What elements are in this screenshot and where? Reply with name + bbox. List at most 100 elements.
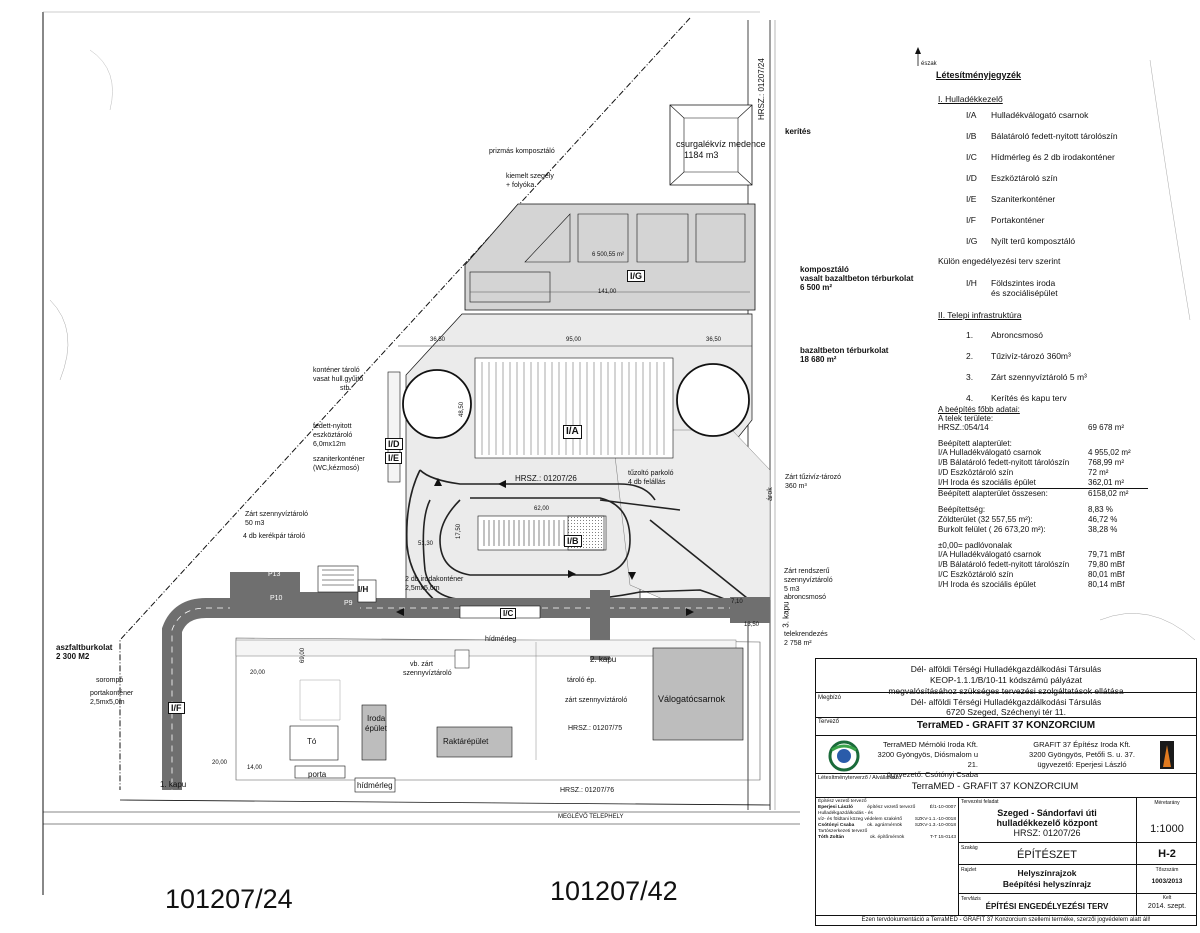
tb-scale: 1:1000 bbox=[1150, 823, 1184, 835]
legend-infra-name: Kerítés és kapu terv bbox=[991, 393, 1067, 403]
stats-built-total-label: Beépített alapterület összesen: bbox=[938, 489, 1048, 498]
stats-row: Beépítettség:8,83 % bbox=[938, 505, 1148, 515]
stats-key: I/B Bálatároló fedett-nyitott tárolószín bbox=[938, 458, 1070, 467]
label-sewage-tank: szennyvíztároló bbox=[784, 577, 833, 584]
stats-levels-label: ±0,00= padlóvonalak bbox=[938, 541, 1013, 550]
label-existing-site: MEGLÉVŐ TELEPHELY bbox=[558, 814, 624, 820]
tb-scale-label: Méretarány bbox=[1154, 800, 1180, 806]
stats-value: 38,28 % bbox=[1088, 525, 1118, 534]
stats-key: I/C Eszköztároló szín bbox=[938, 570, 1014, 579]
building-stats: A beépítés főbb adatai: A telek területe… bbox=[938, 405, 1148, 590]
label-office-containers: 2 db irodakonténer bbox=[405, 576, 464, 583]
stats-row: Burkolt felület ( 26 673,20 m²):38,28 % bbox=[938, 525, 1148, 535]
dim-62: 62,00 bbox=[534, 506, 550, 512]
dim-3650-b: 36,50 bbox=[706, 337, 722, 343]
legend-name: Hídmérleg és 2 db irodakonténer bbox=[991, 152, 1115, 162]
label-area-dim: 6 500,55 m² bbox=[592, 252, 625, 258]
tb-staff-1-name: Eperjesi László bbox=[818, 805, 853, 810]
dim-141: 141,00 bbox=[598, 289, 617, 295]
label-ia: I/A bbox=[563, 425, 582, 439]
label-fire-water: Zárt tűzivíz-tározó bbox=[785, 474, 842, 481]
label-gate-3: 3. kapu bbox=[781, 601, 791, 628]
stats-row: Zöldterület (32 557,55 m²):46,72 % bbox=[938, 515, 1148, 525]
tb-grafit-2: 3200 Gyöngyös, Petőfi S. u. 37. bbox=[1029, 750, 1135, 759]
label-gatehouse: portakonténer bbox=[90, 690, 134, 697]
tb-staff-1-role: építész vezető tervező bbox=[867, 805, 916, 810]
label-ib: I/B bbox=[564, 535, 582, 548]
label-closed-sewage: Zárt szennyvíztároló bbox=[245, 511, 309, 518]
label-tool-size: 6,0mx12m bbox=[313, 441, 346, 448]
tb-client-label: Megbízó bbox=[818, 695, 842, 701]
label-scale-top: hídmérleg bbox=[485, 636, 517, 643]
legend-infra-num: 1. bbox=[966, 330, 974, 340]
tb-terramed-3: ügyvezető: Csótónyi Csaba bbox=[886, 770, 978, 779]
label-ic: I/C bbox=[500, 608, 517, 620]
label-land-leveling-area: 2 758 m² bbox=[784, 640, 812, 647]
dim-5130: 51,30 bbox=[418, 541, 434, 547]
bale-storage-ib bbox=[477, 515, 607, 551]
stats-row: I/B Bálatároló fedett-nyitott tárolószín… bbox=[938, 458, 1148, 468]
north-arrow-icon bbox=[915, 47, 921, 66]
legend-separate-permit: Külön engedélyezési terv szerint bbox=[938, 256, 1061, 266]
label-fire-parking: tűzoltó parkoló bbox=[628, 470, 674, 477]
stats-key: I/D Eszköztároló szín bbox=[938, 468, 1014, 477]
label-p10: P10 bbox=[270, 595, 283, 602]
tb-drawing-label: Rajzlet bbox=[961, 867, 977, 873]
label-closed-system: Zárt rendszerű bbox=[784, 568, 830, 575]
tb-number: 1003/2013 bbox=[1151, 878, 1183, 885]
stats-value: 72 m² bbox=[1088, 468, 1109, 477]
label-metal-waste: vasat hull.gyűjtő bbox=[313, 376, 364, 383]
legend-section-2: II. Telepi infrastruktúra bbox=[938, 310, 1022, 320]
label-hrsz-75: HRSZ.: 01207/75 bbox=[568, 725, 623, 732]
dim-1750: 17,50 bbox=[456, 523, 463, 539]
dim-4850: 48,50 bbox=[459, 401, 466, 417]
legend-code: I/C bbox=[966, 152, 977, 162]
stats-key: Beépítettség: bbox=[938, 505, 986, 514]
tb-head-2: KEOP-1.1.1/B/10-11 kódszámú pályázat bbox=[930, 675, 1082, 685]
label-etc: stb. bbox=[340, 385, 352, 392]
tb-drawing-2: Beépítési helyszínrajz bbox=[1002, 879, 1092, 889]
legend-infra-item: 1.Abroncsmosó bbox=[966, 330, 1156, 340]
label-fire-spots: 4 db felállás bbox=[628, 479, 666, 486]
label-wc: (WC,kézmosó) bbox=[313, 465, 360, 472]
stats-key: I/H Iroda és szociális épület bbox=[938, 478, 1036, 487]
label-asphalt: aszfaltburkolat bbox=[56, 643, 113, 652]
tb-phase: ÉPÍTÉSI ENGEDÉLYEZÉSI TERV bbox=[985, 902, 1109, 911]
label-porter: porta bbox=[308, 770, 327, 779]
legend-infra-item: 3.Zárt szennyvíztároló 5 m³ bbox=[966, 372, 1156, 382]
stats-title: A beépítés főbb adatai: bbox=[938, 405, 1020, 414]
label-p13: P13 bbox=[268, 571, 281, 578]
legend-name: Portakonténer bbox=[991, 215, 1045, 225]
label-hrsz-inner: HRSZ.: 01207/26 bbox=[515, 474, 577, 483]
tb-grafit-1: GRAFIT 37 Építész Iroda Kft. bbox=[1033, 740, 1131, 749]
label-scale-bottom: hídmérleg bbox=[357, 781, 393, 790]
legend-name: Eszköztároló szín bbox=[991, 173, 1058, 183]
legend-name: Bálatároló fedett-nyitott tárolószín bbox=[991, 131, 1118, 141]
stats-value: 80,14 mBf bbox=[1088, 580, 1125, 589]
label-compost-paving: vasalt bazaltbeton térburkolat bbox=[800, 274, 914, 283]
legend-infra-item: 2.Tűzivíz-tározó 360m³ bbox=[966, 351, 1156, 361]
label-concrete-tank: vb. zárt bbox=[410, 661, 433, 668]
label-asphalt-area: 2 300 M2 bbox=[56, 652, 90, 661]
tb-task-label: Tervezési feladat bbox=[961, 799, 999, 805]
tb-client-2: 6720 Szeged, Széchenyi tér 11. bbox=[946, 707, 1066, 717]
label-gate-1: 1. kapu bbox=[160, 780, 187, 789]
label-closed-tank: zárt szennyvíztároló bbox=[565, 697, 628, 704]
dim-2000-b: 20,00 bbox=[212, 760, 228, 766]
tb-staff-2-id-1: SZKV-1.1.-10-0018 bbox=[914, 817, 956, 822]
tb-staff-2-label: Hulladékgazdálkodás - és bbox=[818, 811, 873, 816]
label-covered: fedett-nyitott bbox=[313, 423, 352, 430]
label-north: észak bbox=[921, 61, 937, 67]
tb-subcontractor: TerraMED - GRAFIT 37 KONZORCIUM bbox=[911, 781, 1079, 792]
dim-6900: 69,00 bbox=[300, 647, 307, 663]
label-basin-volume: 1184 m3 bbox=[684, 150, 719, 160]
dim-3650-a: 36,50 bbox=[430, 337, 446, 343]
legend-infra-name: Zárt szennyvíztároló 5 m³ bbox=[991, 372, 1087, 382]
tb-project-2: hulladékkezelő központ bbox=[996, 818, 1098, 828]
label-sewage-tank-volume: 5 m3 bbox=[784, 586, 800, 593]
tb-staff-3-role: ok. építőmérnök bbox=[869, 835, 905, 840]
legend-code: I/G bbox=[966, 236, 978, 246]
